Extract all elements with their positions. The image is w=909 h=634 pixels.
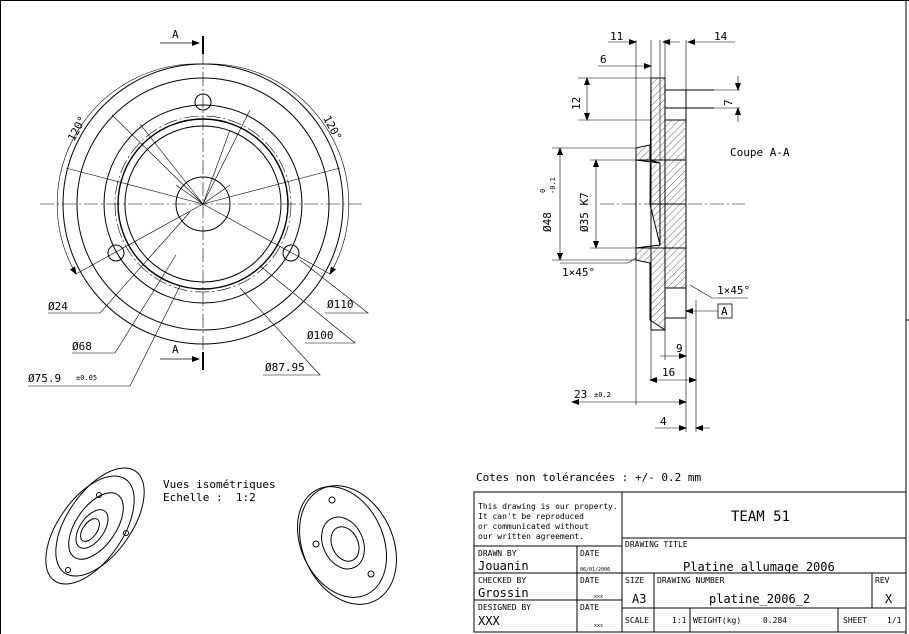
dim-11: 11	[610, 30, 623, 43]
dim-d48-tol-upper: 0	[539, 189, 547, 193]
datum-box	[717, 303, 733, 319]
dim-d24: Ø24	[48, 300, 68, 313]
checked-date-value: xxx	[594, 594, 603, 600]
drawn-by-value: Jouanin	[478, 559, 529, 573]
section-title: Coupe A-A	[730, 146, 790, 159]
designed-date-value: xxx	[594, 623, 603, 629]
section-dim-lines	[552, 39, 748, 432]
front-leaders	[28, 211, 369, 387]
designed-by-label: DESIGNED BY	[478, 603, 531, 612]
section-label-bottom: A	[172, 343, 179, 356]
section-view: A Coupe A-A 11 14 6 12 7 Ø48 0 -0.1 Ø35 …	[539, 30, 790, 432]
dim-12: 12	[570, 97, 583, 110]
title-block: This drawing is our property. It can't b…	[473, 491, 907, 633]
dim-7: 7	[722, 99, 735, 106]
drawing-title-label: DRAWING TITLE	[625, 540, 688, 549]
scale-value: 1:1	[672, 616, 687, 625]
dim-d48-tol-lower: -0.1	[549, 177, 557, 194]
rev-value: X	[885, 592, 893, 606]
dim-14: 14	[714, 30, 728, 43]
checked-date-label: DATE	[580, 576, 599, 585]
designed-date-label: DATE	[580, 603, 599, 612]
front-radial-lines	[65, 109, 341, 275]
drawn-by-label: DRAWN BY	[478, 549, 517, 558]
checked-by-value: Grossin	[478, 586, 529, 600]
front-circles	[62, 63, 344, 345]
angle-label-right: 120°	[320, 113, 344, 143]
dim-23-tol: ±0.2	[594, 391, 611, 399]
size-value: A3	[632, 592, 646, 606]
scale-label: SCALE	[625, 616, 649, 625]
dim-16: 16	[662, 366, 675, 379]
title-block-grid	[473, 491, 907, 633]
dim-d75-tol: ±0.05	[76, 374, 97, 382]
property-line-1: This drawing is our property.	[478, 502, 618, 511]
sheet-value: 1/1	[887, 616, 902, 625]
dim-d75: Ø75.9	[28, 372, 61, 385]
section-plane-markers	[160, 36, 204, 370]
property-line-3: or communicated without	[478, 522, 589, 531]
rev-label: REV	[875, 576, 890, 585]
datum-label: A	[721, 305, 728, 318]
dim-d35: Ø35 K7	[578, 192, 591, 232]
designed-by-value: XXX	[478, 614, 500, 628]
property-line-2: It can't be reproduced	[478, 512, 584, 521]
dim-23: 23	[574, 388, 587, 401]
dim-chamfer-left: 1×45°	[562, 266, 595, 279]
section-upper-half	[635, 77, 687, 205]
angle-arcs	[56, 63, 350, 275]
dim-chamfer-right: 1×45°	[717, 284, 750, 297]
iso-view-front	[45, 467, 145, 585]
tolerance-note: Cotes non tolérancées : +/- 0.2 mm	[476, 471, 702, 484]
company-name: TEAM 51	[731, 509, 790, 525]
drawn-date-label: DATE	[580, 549, 599, 558]
drawing-number-value: platine_2006_2	[709, 592, 810, 606]
drawing-title: Platine allumage 2006	[683, 560, 835, 574]
sheet-label: SHEET	[843, 616, 867, 625]
property-line-4: our written agreement.	[478, 532, 584, 541]
weight-label: WEIGHT(kg)	[693, 616, 741, 625]
checked-by-label: CHECKED BY	[478, 576, 526, 585]
weight-value: 0.284	[763, 616, 787, 625]
drawn-date-value: 06/01/2006	[580, 567, 610, 573]
dim-4: 4	[660, 415, 667, 428]
front-center-lines	[40, 50, 365, 360]
front-view: A A 120° 120° Ø24 Ø68 Ø75.9 ±0.05 Ø87.95…	[28, 28, 369, 387]
size-label: SIZE	[625, 576, 644, 585]
dim-6: 6	[600, 53, 607, 66]
iso-view-back	[296, 485, 397, 605]
section-label-top: A	[172, 28, 179, 41]
iso-title: Vues isométriques	[163, 478, 276, 491]
drawing-number-label: DRAWING NUMBER	[657, 576, 725, 585]
dim-d87: Ø87.95	[265, 361, 305, 374]
dim-d68: Ø68	[72, 340, 92, 353]
section-lower-half	[635, 203, 687, 331]
isometric-views: Vues isométriques Echelle : 1:2	[45, 467, 397, 605]
dim-9: 9	[676, 342, 683, 355]
iso-scale: Echelle : 1:2	[163, 491, 256, 504]
dim-d100: Ø100	[307, 329, 334, 342]
dim-d110: Ø110	[327, 298, 354, 311]
dim-d48: Ø48	[541, 212, 554, 232]
